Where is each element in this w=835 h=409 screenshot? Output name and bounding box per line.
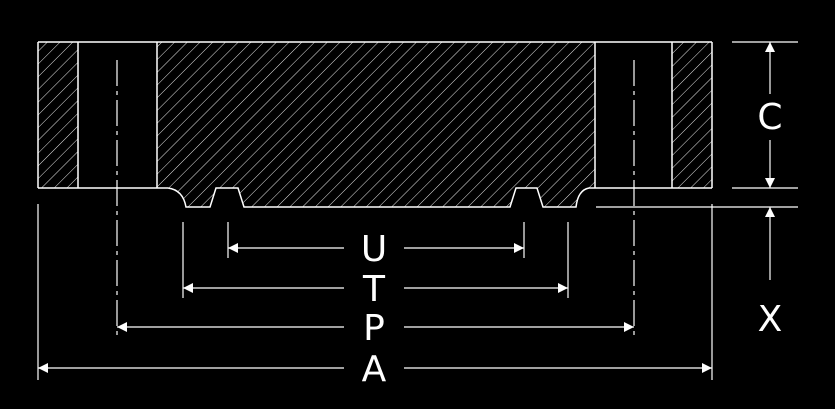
label-t: T [362,269,386,310]
dimension-labels: U T P A C X [361,97,783,390]
label-c: C [757,97,782,138]
label-u: U [361,229,387,270]
hatch-right-outer [672,42,712,188]
flange-outline [37,41,713,208]
dimension-lines [38,42,775,373]
label-p: P [363,308,385,349]
label-x: X [758,299,783,340]
hatched-sections [38,42,712,207]
hatch-center [157,42,595,207]
hatch-left-outer [38,42,78,188]
label-a: A [362,349,387,390]
bolt-hole-centerlines [116,60,635,340]
